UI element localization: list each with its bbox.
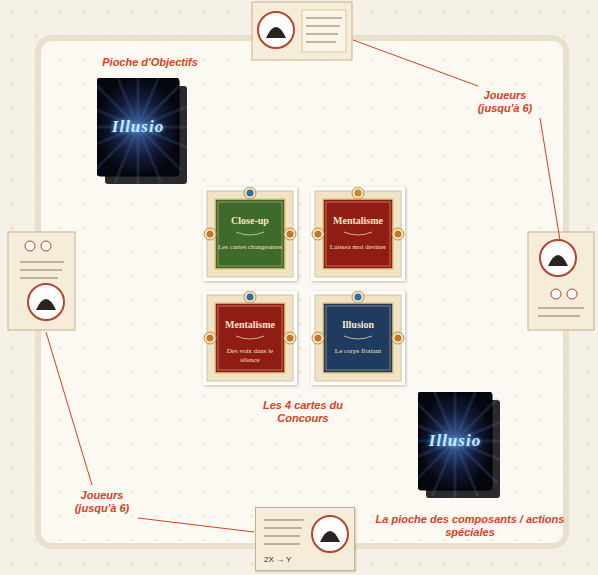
card-face: Close-upLes cartes changeantes xyxy=(217,201,283,267)
ability-text: 2X → Y xyxy=(264,555,291,564)
card-subtitle: Laissez moi deviner xyxy=(330,243,386,252)
card-face: Illusion Le corps flottant xyxy=(325,305,391,371)
card-face: MentalismeLaissez moi deviner xyxy=(325,201,391,267)
card-title: Illusion xyxy=(342,319,374,331)
card-subtitle: Les cartes changeantes xyxy=(218,243,282,252)
callout-label: Pioche d'Objectifs xyxy=(85,56,215,69)
card-deck: Illusio xyxy=(418,392,500,498)
card-title: Mentalisme xyxy=(333,215,383,227)
player-card: 2X → Y xyxy=(255,507,355,571)
contest-card: Close-upLes cartes changeantes xyxy=(203,187,297,281)
callout-label: La pioche des composants / actions spéci… xyxy=(375,513,565,539)
card-deck: Illusio xyxy=(97,78,187,184)
card-subtitle: Le corps flottant xyxy=(335,347,381,356)
card-art xyxy=(311,187,405,281)
deck-logo: Illusio xyxy=(97,78,179,176)
callout-label: Joueurs (jusqu'à 6) xyxy=(466,89,544,115)
deck-logo: Illusio xyxy=(418,392,492,490)
card-art xyxy=(311,291,405,385)
card-subtitle: Des voix dans le silence xyxy=(217,347,283,365)
callout-label: Joueurs (jusqu'à 6) xyxy=(63,489,141,515)
card-title: Mentalisme xyxy=(225,319,275,331)
card-title: Close-up xyxy=(231,215,269,227)
contest-card: Illusion Le corps flottant xyxy=(311,291,405,385)
contest-card: MentalismeDes voix dans le silence xyxy=(203,291,297,385)
card-art xyxy=(203,187,297,281)
player-card xyxy=(8,232,75,330)
contest-card: MentalismeLaissez moi deviner xyxy=(311,187,405,281)
player-card xyxy=(252,2,352,60)
card-face: MentalismeDes voix dans le silence xyxy=(217,305,283,371)
leader-line xyxy=(46,40,560,532)
player-card xyxy=(528,232,594,330)
card-art xyxy=(203,291,297,385)
callout-label: Les 4 cartes du Concours xyxy=(248,399,358,425)
